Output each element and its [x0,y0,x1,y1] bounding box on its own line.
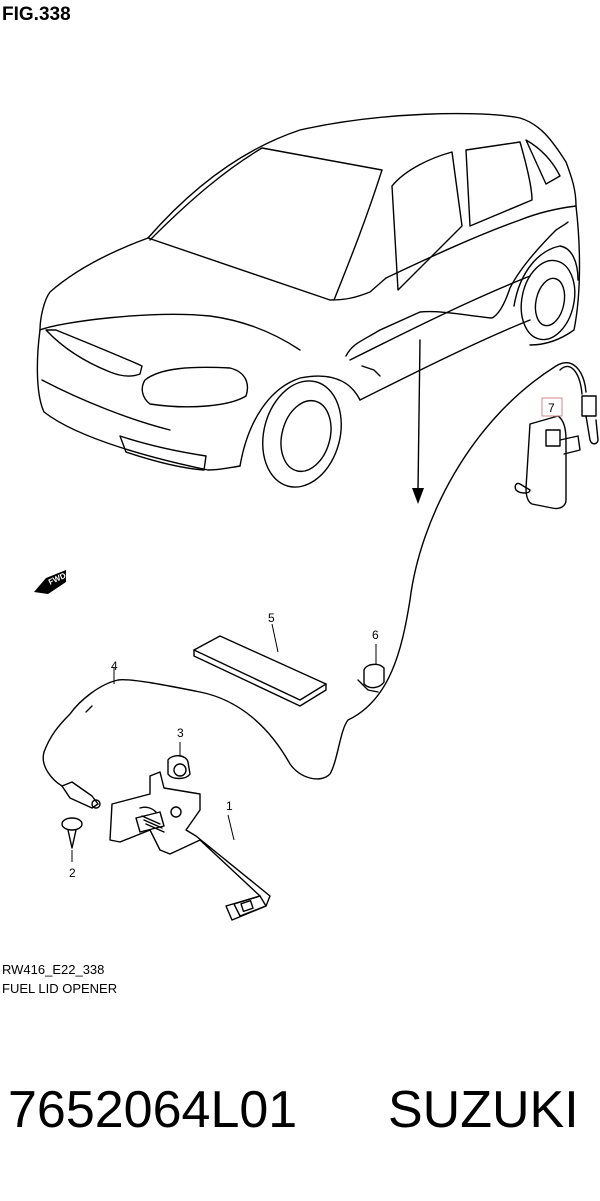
cable-assembly [42,362,587,809]
part-number: 7652064L01 [8,1081,298,1139]
callout-7: 7 [548,401,555,415]
figure-title: FIG.338 [2,4,71,25]
callout-7-box: 7 [541,397,563,417]
part-6-clip [357,644,385,693]
part-7-actuator [514,395,599,510]
callout-5: 5 [268,611,275,625]
part-5-pad [193,623,327,707]
diagram-code: RW416_E22_338 [2,962,105,977]
parts-diagram: FWD [34,112,599,921]
part-3-bushing [167,742,191,780]
part-1-lever [109,771,271,921]
callout-6: 6 [372,628,379,642]
car-illustration [36,112,581,504]
callout-1: 1 [226,799,233,813]
callout-2: 2 [69,866,76,880]
callout-3: 3 [177,726,184,740]
part-2-screw [61,817,83,862]
forward-direction-badge: FWD [34,570,68,594]
brand-name: SUZUKI [388,1081,579,1139]
callout-4: 4 [111,659,118,673]
diagram-description: FUEL LID OPENER [2,981,118,996]
